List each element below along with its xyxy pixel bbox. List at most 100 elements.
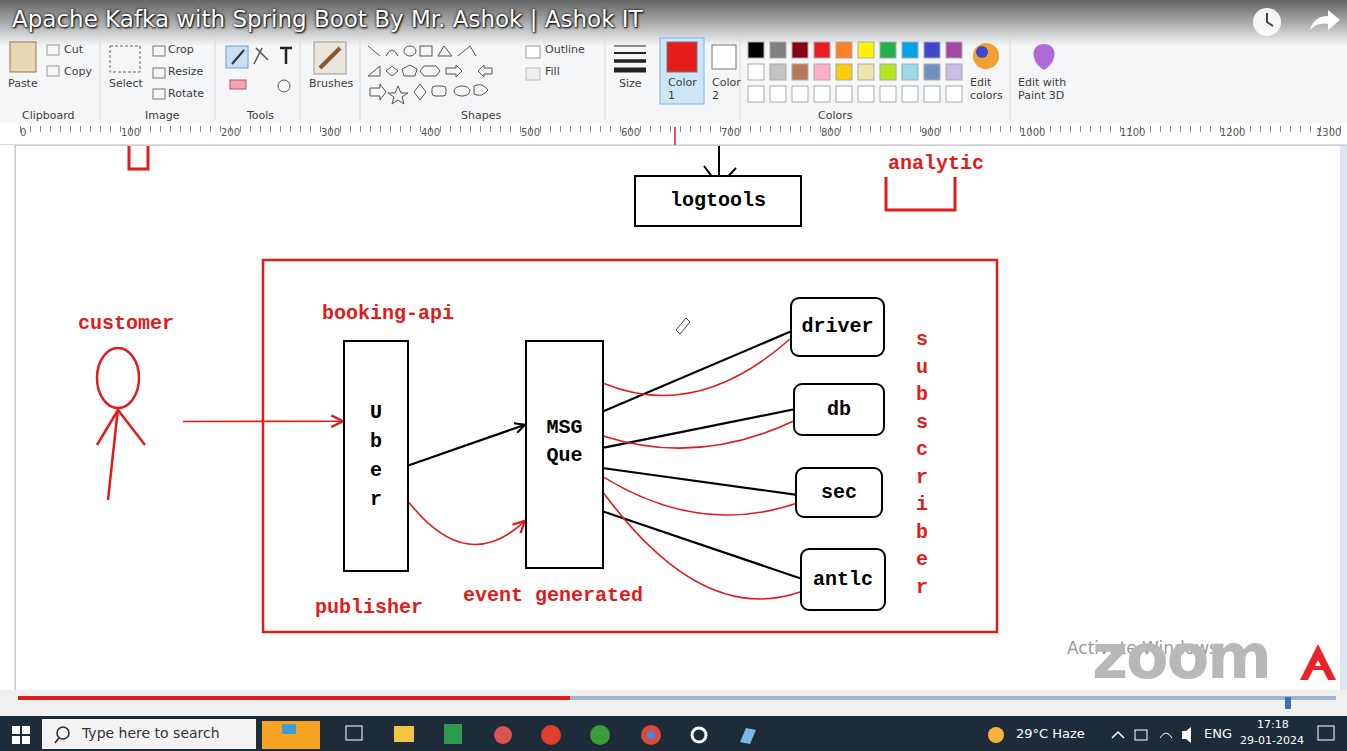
ribbon-label: Brushes xyxy=(309,77,353,90)
publisher-box: U b e r xyxy=(343,340,409,572)
customer-actor: customer xyxy=(70,312,183,504)
decor-shape xyxy=(614,68,646,73)
decor-shape xyxy=(880,86,896,102)
connector xyxy=(604,468,795,494)
decor-shape xyxy=(647,731,655,739)
subscriber-box: sec xyxy=(795,467,883,518)
connector xyxy=(604,421,793,448)
decor-shape xyxy=(858,86,874,102)
decor-shape xyxy=(454,86,470,96)
taskbar-text: Type here to search xyxy=(82,725,220,741)
decor-shape xyxy=(18,696,1336,700)
decor-shape xyxy=(360,38,361,120)
decor-shape xyxy=(386,50,398,56)
subscriber-box: driver xyxy=(790,297,885,357)
connector xyxy=(604,512,800,578)
decor-shape xyxy=(836,64,852,80)
decor-shape xyxy=(12,726,30,744)
decor-shape xyxy=(420,46,432,56)
decor-shape xyxy=(770,42,786,58)
decor-shape xyxy=(474,85,488,96)
decor-shape xyxy=(792,42,808,58)
decor-shape xyxy=(12,736,20,744)
decor-shape xyxy=(282,724,296,734)
decor-shape xyxy=(458,46,476,56)
connector xyxy=(409,502,525,544)
ribbon-label: Clipboard xyxy=(22,109,75,122)
decor-shape xyxy=(1160,733,1172,738)
decor-shape xyxy=(438,46,452,56)
decor-shape xyxy=(263,260,997,632)
decor-shape xyxy=(22,726,30,734)
decor-shape xyxy=(748,42,764,58)
decor-shape xyxy=(230,80,246,89)
decor-shape xyxy=(404,46,416,56)
ruler-number: 900 xyxy=(921,127,940,139)
stick-figure xyxy=(70,312,182,504)
decor-shape xyxy=(836,42,852,58)
decor-shape xyxy=(420,66,440,76)
decor-shape xyxy=(1285,697,1291,709)
decor-shape xyxy=(0,145,15,690)
connector xyxy=(183,420,343,422)
decor-shape xyxy=(614,59,646,63)
ruler-number: 1100 xyxy=(1120,127,1145,139)
decor-shape xyxy=(1309,666,1327,670)
decor-shape xyxy=(614,46,646,70)
ruler-number: 500 xyxy=(521,127,540,139)
figure-head xyxy=(97,348,139,408)
decor-shape xyxy=(16,146,1340,690)
decor-shape xyxy=(280,48,292,64)
taskbar-text: ENG xyxy=(1204,726,1232,741)
decor-shape xyxy=(674,127,676,145)
decor-shape xyxy=(792,86,808,102)
ruler-number: 1000 xyxy=(1020,127,1045,139)
decor-shape xyxy=(262,721,320,749)
decor-shape xyxy=(0,0,1347,123)
decor-shape xyxy=(226,46,248,68)
decor-shape xyxy=(924,64,940,80)
decor-shape xyxy=(494,726,512,744)
ruler-number: 400 xyxy=(421,127,440,139)
ribbon-label: Outline xyxy=(545,43,585,56)
decor-shape xyxy=(57,727,69,739)
figure-body xyxy=(97,408,145,500)
connector xyxy=(604,410,793,448)
decor-shape xyxy=(976,46,988,58)
decor-shape xyxy=(444,724,462,744)
log-box: logtools xyxy=(634,175,802,227)
node-text: logtools xyxy=(670,189,766,213)
decor-shape xyxy=(278,80,290,92)
decor-shape xyxy=(47,66,59,76)
decor-shape xyxy=(740,728,756,744)
ruler-number: 800 xyxy=(821,127,840,139)
decor-shape xyxy=(946,42,962,58)
node-text: db xyxy=(827,398,851,422)
decor-shape xyxy=(100,38,1010,120)
decor-shape xyxy=(814,86,830,102)
decor-shape xyxy=(526,46,540,58)
node-text: driver xyxy=(801,315,873,339)
decor-shape xyxy=(402,65,417,76)
decor-shape xyxy=(432,86,446,96)
connector xyxy=(604,477,795,515)
decor-shape xyxy=(1034,44,1055,70)
decor-shape xyxy=(1310,10,1340,30)
decor-shape xyxy=(370,84,386,100)
queue-box: MSG Que xyxy=(525,340,604,569)
connector xyxy=(409,425,525,466)
bin-outline xyxy=(886,177,955,210)
watermark: zoom xyxy=(1092,620,1270,693)
decor-shape xyxy=(388,86,408,104)
decor-shape xyxy=(320,48,340,68)
ribbon-label: Rotate xyxy=(168,87,204,100)
decor-shape xyxy=(748,42,962,102)
node-text: antlc xyxy=(813,568,873,592)
decor-shape xyxy=(215,38,216,120)
decor-shape xyxy=(641,725,661,745)
decor-shape xyxy=(924,86,940,102)
decor-shape xyxy=(55,738,59,743)
ribbon-label: Colors xyxy=(818,109,852,122)
connector xyxy=(604,332,790,411)
